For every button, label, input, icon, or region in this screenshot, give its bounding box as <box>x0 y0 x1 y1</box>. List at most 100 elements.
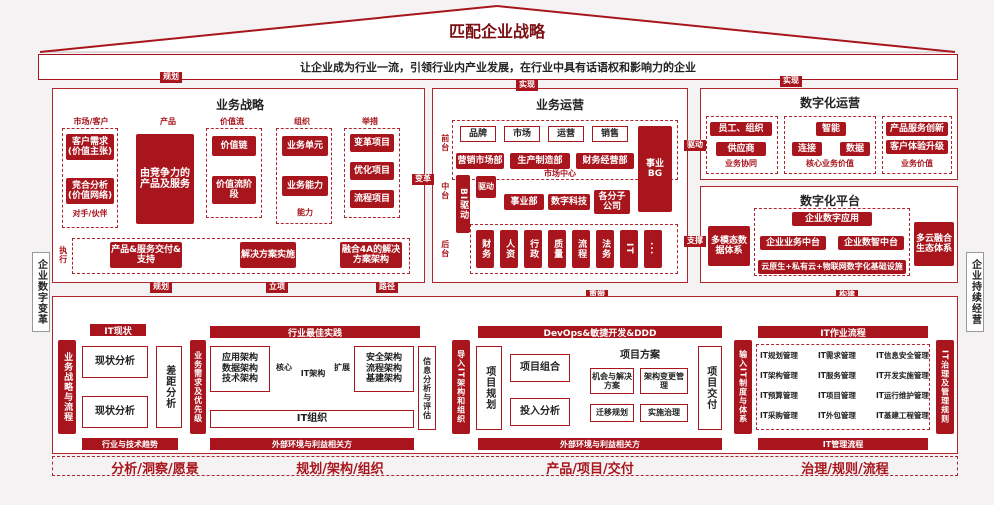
value-stage-box: 价值流阶段 <box>212 176 256 204</box>
middle-label: 中台 <box>440 182 450 200</box>
status-analysis-2: 现状分析 <box>82 396 148 428</box>
bottom-band <box>52 456 958 476</box>
b3-left-v-label: 导入IT架构和组织 <box>456 350 466 424</box>
customer-exp-box: 客户体验升级 <box>886 140 948 154</box>
customer-demand-box: 客户需求(价值主张) <box>66 134 114 160</box>
value-chain-box: 价值链 <box>212 136 256 156</box>
supplier-box: 供应商 <box>716 142 766 156</box>
subsidiaries-box: 各分子公司 <box>594 190 630 214</box>
status-analysis-1: 现状分析 <box>82 346 148 378</box>
it-item: IT预算管理 <box>760 391 798 400</box>
devops-head: DevOps&敏捷开发&DDD <box>478 326 722 339</box>
connect-box: 连接 <box>792 142 822 156</box>
side-right-label: 企业持续经营 <box>966 252 984 332</box>
app-arch: 应用架构 <box>221 353 258 364</box>
drive-tag: 驱动 <box>476 176 496 198</box>
back-quality: 质量 <box>548 230 566 268</box>
front-label: 前台 <box>440 134 450 152</box>
opp-sol-box: 机会与解决方案 <box>590 368 634 394</box>
production-dept-box: 生产制造部 <box>510 153 570 169</box>
back-legal-label: 法务 <box>600 239 611 259</box>
digital-platform-title: 数字化平台 <box>799 194 860 208</box>
back-finance: 财务 <box>476 230 494 268</box>
back-finance-label: 财务 <box>480 239 491 259</box>
opponent-label: 对手/伙伴 <box>72 209 108 218</box>
col-product: 产品 <box>160 117 176 126</box>
arrow-guihua: 规划 <box>160 72 182 83</box>
operation-box: 运营 <box>548 126 584 142</box>
process-project-box: 流程项目 <box>350 190 394 208</box>
infra-box: 云原生+私有云+物联网数字化基础设施 <box>758 260 906 274</box>
flow-arch: 流程架构 <box>365 363 402 374</box>
fusion-4a-box: 融合4A的解决方案架构 <box>340 242 402 268</box>
it-org-box: IT组织 <box>210 410 414 428</box>
vision-banner: 让企业成为行业一流，引领行业内产业发展，在行业中具有话语权和影响力的企业 <box>38 54 958 80</box>
b2-right-v-label: 信息分析与评估 <box>422 356 432 420</box>
back-label: 后台 <box>440 240 450 258</box>
product-core-box: 由竞争力的产品及服务 <box>136 134 194 224</box>
it-item: IT运行维护管理 <box>876 391 929 400</box>
core-label: 核心 <box>276 363 292 372</box>
arrow-chonggou: 重塑 <box>586 290 608 301</box>
it-item: IT外包管理 <box>818 411 856 420</box>
market-box: 市场 <box>504 126 540 142</box>
back-hr: 人资 <box>500 230 518 268</box>
arrow-shixian-1: 实现 <box>516 80 538 91</box>
impl-gov-box: 实施治理 <box>640 404 688 422</box>
biz-collab-label: 业务协同 <box>725 159 757 168</box>
b2-footer: 外部环境与利益相关方 <box>210 438 414 450</box>
brand-box: 品牌 <box>460 126 496 142</box>
b3-footer: 外部环境与利益相关方 <box>478 438 722 450</box>
smart-box: 智能 <box>816 122 846 136</box>
b4-footer: IT管理流程 <box>758 438 928 450</box>
it-item: IT架构管理 <box>760 371 798 380</box>
delivery-label: 项目交付 <box>704 366 716 410</box>
b3-left-v: 导入IT架构和组织 <box>452 340 470 434</box>
col-org: 组织 <box>294 117 310 126</box>
b4-right-v-label: IT治理及管理规则 <box>940 350 950 424</box>
arrow-lujing: 路径 <box>376 282 398 293</box>
digital-tech-box: 数字科技 <box>548 194 590 210</box>
col-market: 市场/客户 <box>73 117 109 126</box>
best-practice-head: 行业最佳实践 <box>210 326 420 339</box>
change-project-box: 变革项目 <box>350 134 394 152</box>
bi-arrow-label: BI驱动 <box>458 187 469 221</box>
back-process: 流程 <box>572 230 590 268</box>
expand-label: 扩展 <box>334 363 350 372</box>
gap-analysis: 差距分析 <box>156 346 182 428</box>
back-process-label: 流程 <box>576 239 587 259</box>
it-item: IT开发实施管理 <box>876 371 929 380</box>
bottom-label-1: 分析/洞察/愿景 <box>111 462 199 477</box>
b4-left-v-label: 输入IT制度与体系 <box>738 350 748 424</box>
back-hr-label: 人资 <box>504 239 515 259</box>
page-title: 匹配企业战略 <box>448 22 545 41</box>
it-item: IT规划管理 <box>760 351 798 360</box>
back-more: ... <box>644 230 662 268</box>
tech-arch: 技术架构 <box>221 374 258 385</box>
col-measure: 举措 <box>362 117 378 126</box>
vision-text: 让企业成为行业一流，引领行业内产业发展，在行业中具有话语权和影响力的企业 <box>300 61 696 74</box>
portfolio-box: 项目组合 <box>510 354 570 382</box>
enterprise-apps-box: 企业数字应用 <box>792 212 872 226</box>
it-process-head: IT作业流程 <box>758 326 928 339</box>
data-center-box: 企业数智中台 <box>838 236 904 250</box>
col-value: 价值流 <box>220 117 244 126</box>
back-more-label: ... <box>648 242 659 256</box>
back-admin: 行政 <box>524 230 542 268</box>
invest-box: 投入分析 <box>510 398 570 426</box>
delivery-box: 项目交付 <box>698 346 722 430</box>
data-box: 数据 <box>840 142 870 156</box>
it-item: IT项目管理 <box>818 391 856 400</box>
proj-plan-label: 项目规划 <box>483 366 495 410</box>
multi-cloud-box: 多云融合生态体系 <box>914 222 954 266</box>
it-item: IT需求管理 <box>818 351 856 360</box>
back-legal: 法务 <box>596 230 614 268</box>
employee-box: 员工、组织 <box>710 122 772 136</box>
biz-center-box: 企业业务中台 <box>760 236 826 250</box>
arch-change-box: 架构变更管理 <box>640 368 688 394</box>
bi-arrow: BI驱动 <box>456 175 470 233</box>
it-item: IT信息安全管理 <box>876 351 929 360</box>
optimize-project-box: 优化项目 <box>350 162 394 180</box>
data-arch: 数据架构 <box>221 363 258 374</box>
b1-left-v: 业务战略与流程 <box>58 340 76 434</box>
